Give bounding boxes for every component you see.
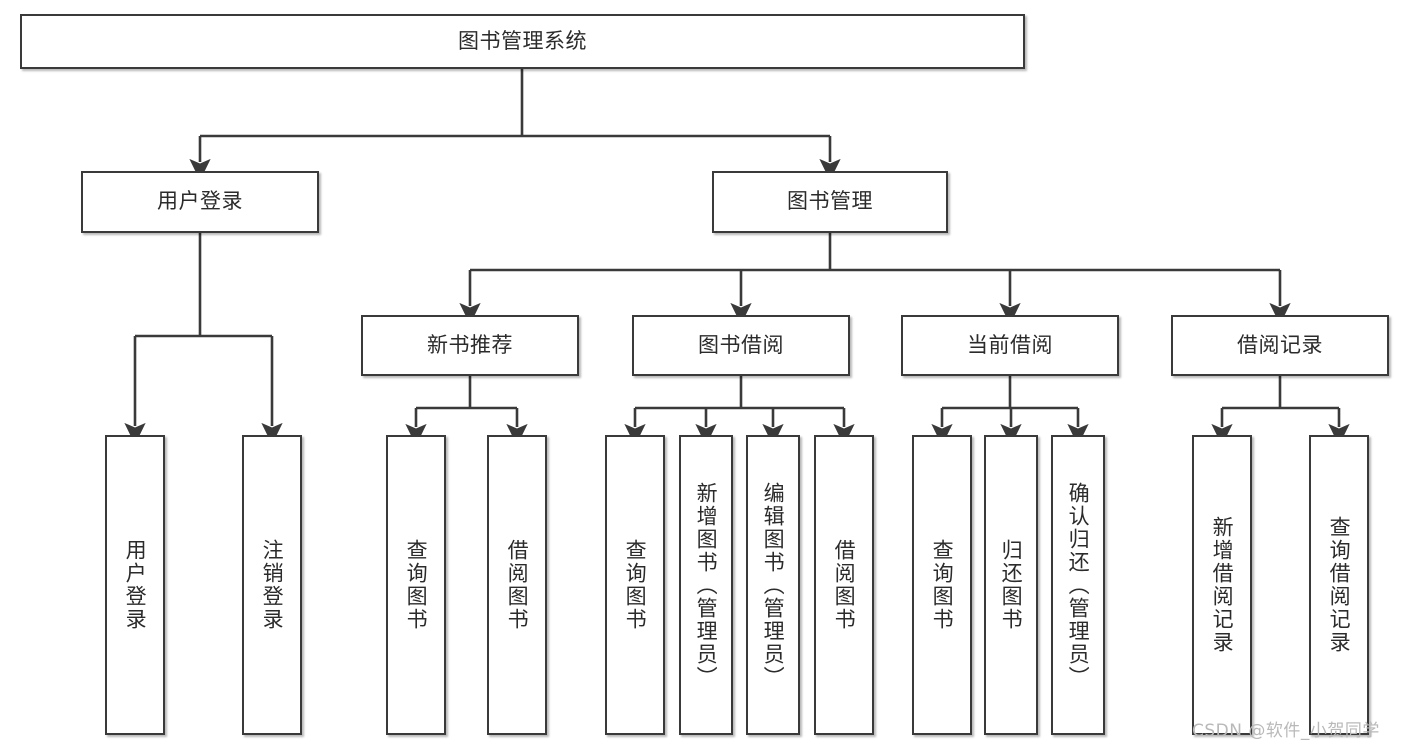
node-leaf-return-book[interactable]: 归还图书 <box>984 435 1038 735</box>
node-leaf-add-book-admin-label: 新增图书（管理员） <box>694 481 719 689</box>
node-book-management[interactable]: 图书管理 <box>712 171 948 233</box>
node-leaf-edit-book-admin-label: 编辑图书（管理员） <box>761 481 786 689</box>
node-leaf-query-borrow-record[interactable]: 查询借阅记录 <box>1309 435 1369 735</box>
node-user-login[interactable]: 用户登录 <box>81 171 319 233</box>
node-leaf-query-book-current-label: 查询图书 <box>930 539 955 631</box>
node-leaf-borrow-book-borrow[interactable]: 借阅图书 <box>814 435 874 735</box>
node-current-borrow-label: 当前借阅 <box>967 332 1053 357</box>
node-borrow-record-label: 借阅记录 <box>1237 332 1323 357</box>
node-new-book-recommend[interactable]: 新书推荐 <box>361 315 579 376</box>
node-leaf-return-book-label: 归还图书 <box>999 539 1024 631</box>
node-user-login-label: 用户登录 <box>157 189 243 214</box>
node-leaf-query-book-current[interactable]: 查询图书 <box>912 435 972 735</box>
node-leaf-add-book-admin[interactable]: 新增图书（管理员） <box>679 435 733 735</box>
node-leaf-query-book-recommend[interactable]: 查询图书 <box>386 435 446 735</box>
node-leaf-borrow-book-borrow-label: 借阅图书 <box>832 539 857 631</box>
node-leaf-user-login[interactable]: 用户登录 <box>105 435 165 735</box>
node-leaf-query-book-borrow-label: 查询图书 <box>623 539 648 631</box>
csdn-watermark: CSDN @软件_小贺同学 <box>1192 721 1380 741</box>
node-new-book-recommend-label: 新书推荐 <box>427 332 513 357</box>
node-leaf-edit-book-admin[interactable]: 编辑图书（管理员） <box>746 435 800 735</box>
node-book-management-label: 图书管理 <box>787 189 873 214</box>
node-book-borrow-label: 图书借阅 <box>698 332 784 357</box>
node-leaf-confirm-return-admin[interactable]: 确认归还（管理员） <box>1051 435 1105 735</box>
node-book-borrow[interactable]: 图书借阅 <box>632 315 850 376</box>
node-current-borrow[interactable]: 当前借阅 <box>901 315 1119 376</box>
node-leaf-confirm-return-admin-label: 确认归还（管理员） <box>1066 481 1091 689</box>
node-root[interactable]: 图书管理系统 <box>20 14 1025 69</box>
node-leaf-logout-label: 注销登录 <box>260 539 285 631</box>
node-root-label: 图书管理系统 <box>458 28 587 53</box>
node-leaf-query-book-borrow[interactable]: 查询图书 <box>605 435 665 735</box>
node-leaf-query-borrow-record-label: 查询借阅记录 <box>1327 516 1352 654</box>
node-leaf-add-borrow-record-label: 新增借阅记录 <box>1210 516 1235 654</box>
node-leaf-user-login-label: 用户登录 <box>123 539 148 631</box>
node-leaf-borrow-book-recommend[interactable]: 借阅图书 <box>487 435 547 735</box>
node-borrow-record[interactable]: 借阅记录 <box>1171 315 1389 376</box>
node-leaf-query-book-recommend-label: 查询图书 <box>404 539 429 631</box>
node-leaf-borrow-book-recommend-label: 借阅图书 <box>505 539 530 631</box>
node-leaf-logout[interactable]: 注销登录 <box>242 435 302 735</box>
node-leaf-add-borrow-record[interactable]: 新增借阅记录 <box>1192 435 1252 735</box>
